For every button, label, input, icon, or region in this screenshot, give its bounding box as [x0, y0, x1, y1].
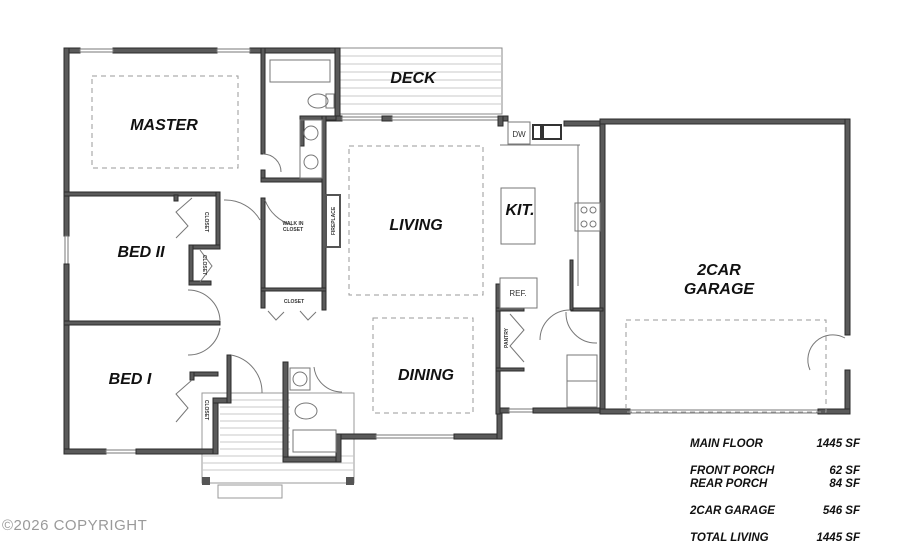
furniture-zones: [91, 75, 827, 414]
stat-value: 546 SF: [822, 505, 860, 517]
stat-label: MAIN FLOOR: [690, 438, 763, 450]
room-label-garage-1: 2CAR: [696, 262, 741, 279]
front-porch: [201, 392, 355, 499]
walk-in-closet-label-2: CLOSET: [283, 227, 303, 233]
room-labels: MASTER DECK LIVING KIT. BED II BED I DIN…: [109, 70, 756, 388]
room-label-garage-2: GARAGE: [684, 281, 756, 298]
room-label-deck: DECK: [390, 70, 437, 87]
closet-label: CLOSET: [203, 212, 209, 232]
stat-row-main-floor: MAIN FLOOR 1445 SF: [690, 438, 860, 451]
fireplace-label: FIREPLACE: [331, 206, 337, 235]
pantry-label: PANTRY: [504, 327, 510, 348]
doors: [175, 153, 846, 423]
stat-value: 1445 SF: [816, 438, 860, 450]
closet-label: CLOSET: [201, 255, 207, 275]
room-label-dining: DINING: [398, 367, 454, 384]
closet-label: CLOSET: [284, 299, 304, 305]
stat-label: REAR PORCH: [690, 478, 768, 490]
stat-row-garage: 2CAR GARAGE 546 SF: [690, 505, 860, 518]
stat-label: FRONT PORCH: [690, 465, 775, 477]
dishwasher-label: DW: [512, 130, 526, 139]
closet-label: CLOSET: [203, 400, 209, 420]
small-labels: CLOSET CLOSET CLOSET WALK IN CLOSET CLOS…: [201, 130, 527, 420]
interior-walls: [63, 47, 604, 415]
room-label-bed2: BED II: [117, 244, 165, 261]
stat-row-total-living: TOTAL LIVING 1445 SF: [690, 532, 860, 545]
stat-value: 1445 SF: [816, 532, 860, 544]
copyright-watermark: ©2026 COPYRIGHT: [2, 517, 148, 534]
deck: [339, 47, 503, 115]
stat-value: 84 SF: [829, 478, 860, 490]
stat-row-front-porch: FRONT PORCH 62 SF: [690, 465, 860, 478]
walk-in-closet-label-1: WALK IN: [282, 221, 303, 227]
stat-value: 62 SF: [829, 465, 860, 477]
room-label-kitchen: KIT.: [505, 202, 534, 219]
refrigerator-label: REF.: [509, 289, 526, 298]
stat-label: 2CAR GARAGE: [690, 505, 775, 517]
stat-row-rear-porch: REAR PORCH 84 SF: [690, 478, 860, 491]
stat-label: TOTAL LIVING: [690, 532, 769, 544]
room-label-living: LIVING: [389, 217, 442, 234]
room-label-bed1: BED I: [109, 371, 152, 388]
room-label-master: MASTER: [130, 117, 198, 134]
square-footage-table: MAIN FLOOR 1445 SF FRONT PORCH 62 SF REA…: [690, 438, 860, 545]
fixtures: [269, 59, 601, 453]
